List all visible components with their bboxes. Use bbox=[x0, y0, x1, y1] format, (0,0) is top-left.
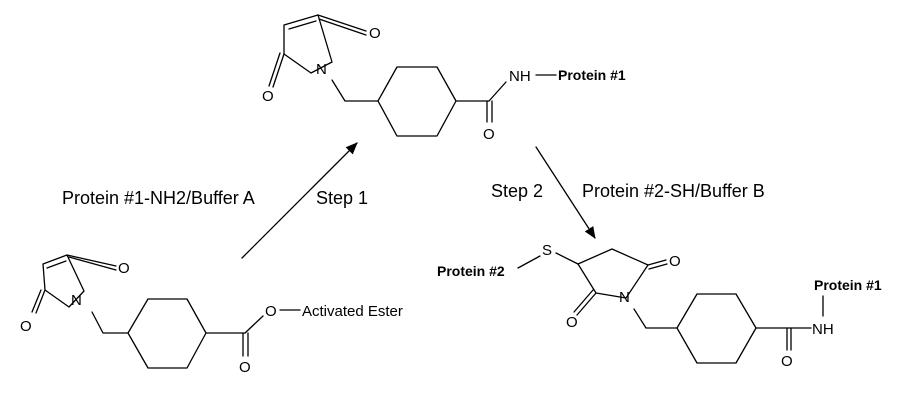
prod-nitrogen: N bbox=[619, 289, 630, 306]
step2-reagent-label: Protein #2-SH/Buffer B bbox=[582, 181, 765, 201]
prod-sulfur: S bbox=[542, 242, 552, 259]
cyclohexane-ring bbox=[91, 298, 246, 369]
prod-oxygen-right: O bbox=[669, 253, 681, 270]
activated-ester-label: Activated Ester bbox=[302, 303, 403, 320]
sm-oxygen-left: O bbox=[20, 318, 32, 335]
sm-carbonyl-oxygen: O bbox=[239, 359, 251, 376]
amide-group bbox=[786, 295, 824, 351]
prod-carbonyl-oxygen: O bbox=[781, 353, 793, 370]
int-nitrogen: N bbox=[316, 61, 327, 78]
prod-oxygen-left: O bbox=[566, 314, 578, 331]
step1-reagent-label: Protein #1-NH2/Buffer A bbox=[62, 188, 255, 208]
product-structure: Protein #2 S O N O Protein #1 NH O bbox=[437, 242, 882, 370]
prod-amide-nh: NH bbox=[812, 321, 834, 338]
step1-arrow bbox=[241, 142, 358, 259]
amide-group bbox=[486, 74, 557, 123]
sm-nitrogen: N bbox=[71, 292, 82, 309]
starting-material-structure: O N O O O Activated Ester bbox=[20, 254, 403, 376]
sm-oxygen-top: O bbox=[118, 260, 130, 277]
maleimide-ring bbox=[268, 14, 367, 88]
prod-protein2-label: Protein #2 bbox=[437, 263, 505, 279]
cyclohexane-ring bbox=[331, 66, 490, 137]
int-oxygen-left: O bbox=[262, 88, 274, 105]
sm-ester-oxygen: O bbox=[265, 303, 277, 320]
step1-label: Step 1 bbox=[316, 188, 368, 208]
step2-label: Step 2 bbox=[491, 181, 543, 201]
ester-group bbox=[242, 309, 301, 357]
prod-protein1-label: Protein #1 bbox=[814, 277, 882, 293]
int-protein1-label: Protein #1 bbox=[558, 67, 626, 83]
intermediate-structure: O N O NH O Protein #1 bbox=[262, 14, 626, 143]
cyclohexane-ring bbox=[633, 293, 790, 364]
int-carbonyl-oxygen: O bbox=[483, 126, 495, 143]
succinimide-ring bbox=[573, 248, 668, 316]
maleimide-ring bbox=[31, 254, 117, 314]
int-amide-nh: NH bbox=[509, 68, 531, 85]
int-oxygen-top: O bbox=[369, 25, 381, 42]
step2-arrow bbox=[535, 146, 596, 239]
